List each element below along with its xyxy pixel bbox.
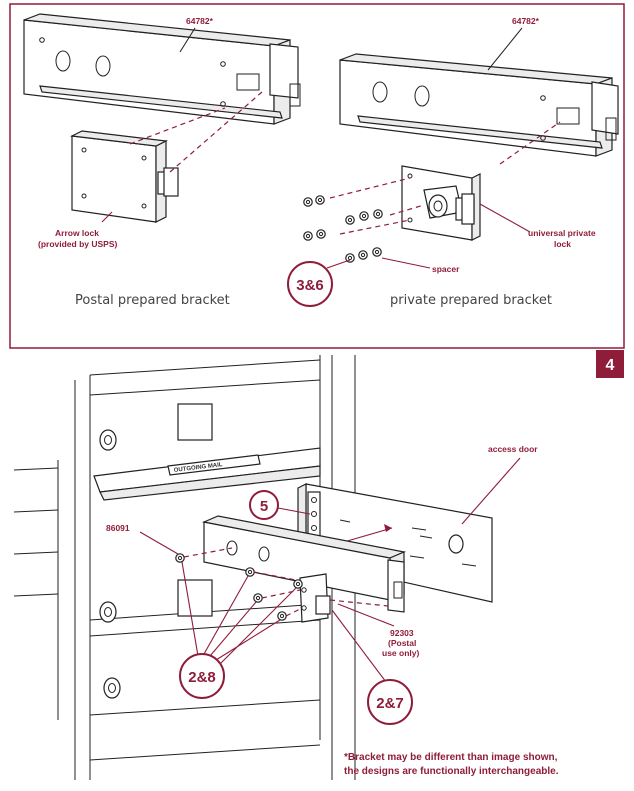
part-label-right: 64782*: [512, 16, 540, 26]
nut-86091: [175, 553, 185, 563]
caption-postal-bracket: Postal prepared bracket: [75, 293, 230, 308]
private-bracket: [339, 53, 619, 157]
caption-private-bracket: private prepared bracket: [390, 293, 552, 308]
footnote-line1: *Bracket may be different than image sho…: [344, 752, 558, 763]
part-label-92303-line3: use only): [382, 648, 419, 658]
step-bubble-3-6-label: 3&6: [296, 277, 324, 294]
universal-lock-label-line2: lock: [554, 239, 571, 249]
top-panel: 64782* Arrow lock (provided by USPS): [9, 3, 625, 349]
installed-bracket: [201, 515, 407, 613]
step-bubble-2-7: [367, 679, 413, 725]
step-bubble-5-label: 5: [260, 498, 268, 515]
nuts-set: [303, 195, 383, 263]
arrow-lock: [69, 130, 179, 223]
step-bubble-3-6: [287, 261, 333, 307]
footnote-line2: the designs are functionally interchange…: [344, 766, 559, 777]
arrow-lock-label-line1: Arrow lock: [55, 228, 99, 238]
step-number-box: [596, 350, 624, 378]
access-door-label: access door: [488, 444, 538, 454]
outgoing-mail-sign: OUTGOING MAIL: [174, 462, 224, 474]
step-bubble-2-8-label: 2&8: [188, 669, 216, 686]
spacer-label: spacer: [432, 264, 460, 274]
step-bubble-2-7-label: 2&7: [376, 695, 404, 712]
part-label-left: 64782*: [186, 16, 214, 26]
step-bubble-2-8: [179, 653, 225, 699]
bottom-panel: OUTGOING MAIL access door: [13, 355, 538, 780]
universal-private-lock: [401, 165, 481, 241]
arrow-lock-label-line2: (provided by USPS): [38, 239, 118, 249]
postal-lock-92303: [299, 573, 331, 623]
step-number: 4: [606, 357, 615, 374]
mailbox-cabinet: [13, 355, 356, 780]
part-label-86091: 86091: [106, 523, 130, 533]
step-bubble-5: [249, 490, 279, 520]
part-label-92303-line2: (Postal: [388, 638, 416, 648]
universal-lock-label-line1: universal private: [528, 228, 596, 238]
postal-bracket: [23, 13, 301, 125]
outgoing-mail-slot: OUTGOING MAIL: [93, 447, 321, 501]
part-label-92303-line1: 92303: [390, 628, 414, 638]
